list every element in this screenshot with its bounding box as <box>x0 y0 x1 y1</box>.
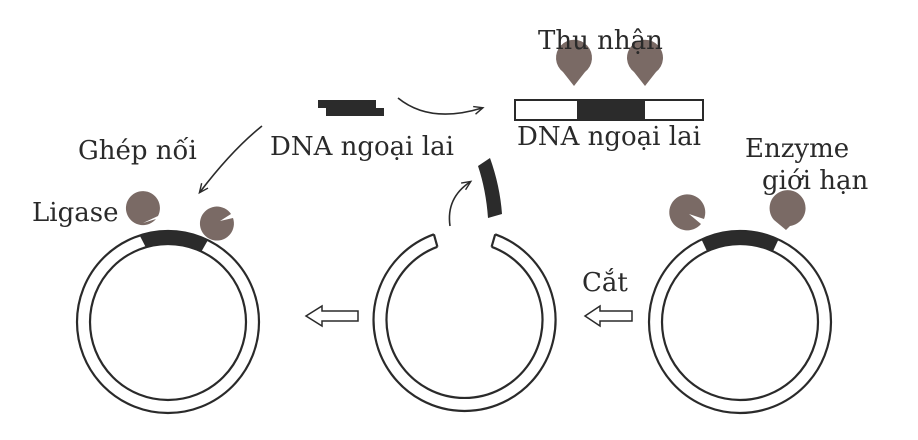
label-enzyme: Enzyme <box>745 134 850 164</box>
block-arrow-join <box>304 304 359 328</box>
label-cat: Cắt <box>582 268 628 298</box>
label-ghep-noi: Ghép nối <box>78 136 197 166</box>
linear-dna-bar <box>514 99 704 121</box>
foreign-dna-fragment <box>318 100 384 116</box>
target-dna-segment <box>701 230 779 252</box>
label-dna-ngoai-lai-left: DNA ngoại lai <box>270 132 454 162</box>
restriction-enzyme-icon <box>556 39 593 86</box>
restriction-enzyme-icon <box>669 194 706 231</box>
arrow-ligation <box>198 125 263 195</box>
inserted-dna-segment <box>139 230 208 252</box>
released-dna-fragment <box>478 158 502 218</box>
recombinant-plasmid <box>75 229 261 415</box>
restriction-enzymes-right <box>669 190 806 231</box>
label-ligase: Ligase <box>32 198 119 228</box>
arrow-release <box>448 180 473 227</box>
ligase-icon <box>125 191 160 226</box>
restriction-enzyme-icon <box>769 190 806 230</box>
arrow-to-linear-dna <box>397 97 485 115</box>
enzyme-pair-top <box>556 39 664 86</box>
label-thu-nhan: Thu nhận <box>538 26 663 56</box>
opened-plasmid <box>372 233 557 412</box>
ligase-enzymes <box>125 191 234 241</box>
ligase-icon <box>199 206 234 241</box>
restriction-enzyme-icon <box>627 39 664 86</box>
block-arrow-cut <box>583 304 633 328</box>
label-gioi-han: giới hạn <box>762 166 869 196</box>
label-dna-ngoai-lai-right: DNA ngoại lai <box>517 122 701 152</box>
original-plasmid <box>647 229 833 415</box>
